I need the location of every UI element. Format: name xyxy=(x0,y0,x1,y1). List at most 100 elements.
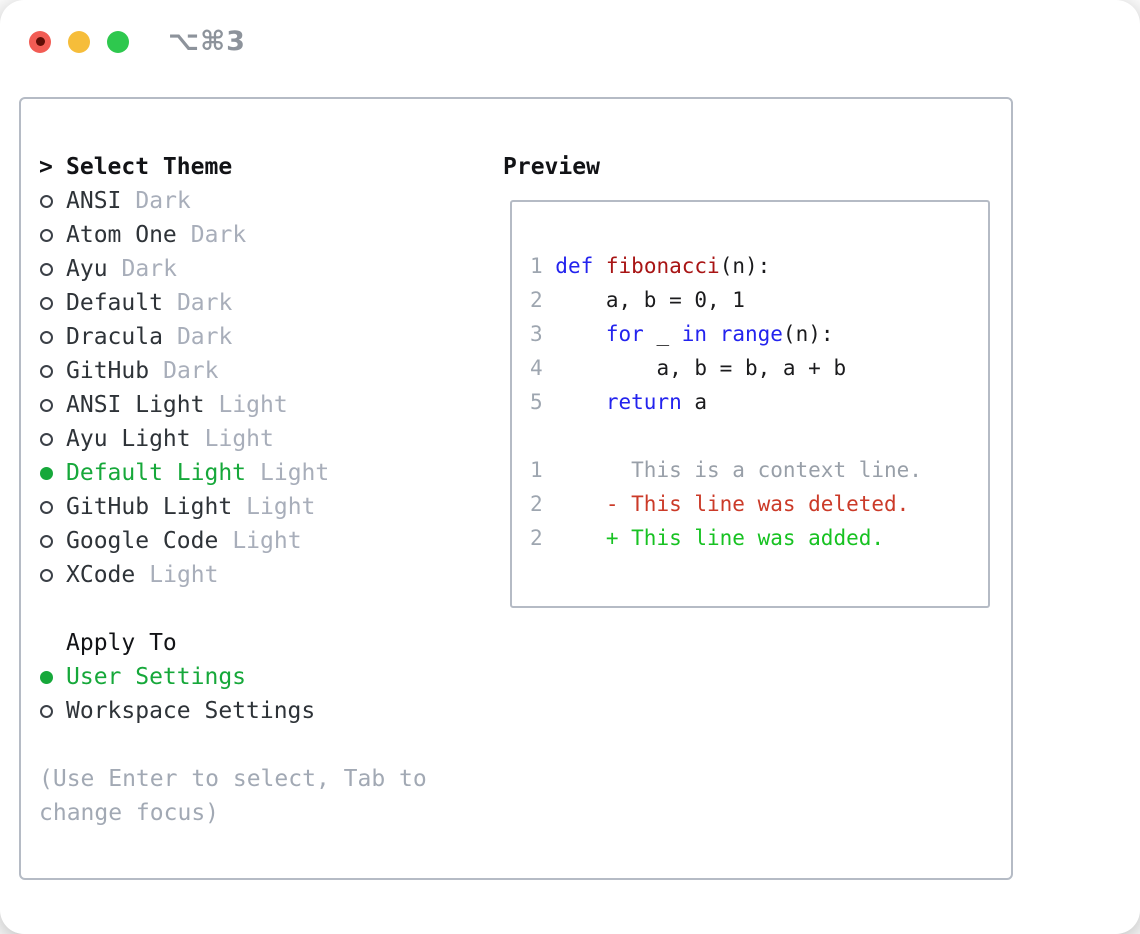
radio-marker xyxy=(39,432,66,446)
theme-name: GitHub xyxy=(66,358,150,384)
theme-option-default[interactable]: Default Dark xyxy=(39,286,489,320)
radio-marker xyxy=(39,534,66,548)
code-line: 1 def fibonacci(n): xyxy=(530,249,988,283)
code-line: 2 - This line was deleted. xyxy=(530,487,988,521)
code-token: - This line was deleted. xyxy=(605,492,910,516)
code-line: 5 return a xyxy=(530,385,988,419)
preview-title: Preview xyxy=(503,154,600,180)
theme-variant-badge: Light xyxy=(149,562,219,588)
theme-option-atom-one[interactable]: Atom One Dark xyxy=(39,218,489,252)
apply-option-name: User Settings xyxy=(66,664,247,690)
code-token xyxy=(543,492,606,516)
theme-variant-badge: Dark xyxy=(176,290,233,316)
code-token xyxy=(593,254,606,278)
code-line: 1 This is a context line. xyxy=(530,453,988,487)
radio-marker xyxy=(39,704,66,718)
theme-name: Dracula xyxy=(66,324,163,350)
line-number: 2 xyxy=(530,526,543,550)
theme-name: Ayu xyxy=(66,256,108,282)
radio-selected-icon xyxy=(40,466,53,480)
theme-name: XCode xyxy=(66,562,136,588)
radio-icon xyxy=(40,704,53,718)
code-token xyxy=(543,322,606,346)
window-shortcut-label: ⌥⌘3 xyxy=(168,26,246,57)
code-token xyxy=(543,390,606,414)
spacer xyxy=(39,728,489,762)
theme-list-header: > Select Theme xyxy=(39,150,489,184)
zoom-button[interactable] xyxy=(107,30,129,53)
radio-marker xyxy=(39,398,66,412)
code-token: a xyxy=(681,390,708,414)
apply-option-user-settings[interactable]: User Settings xyxy=(39,660,489,694)
theme-variant-badge: Light xyxy=(218,392,288,418)
radio-marker xyxy=(39,466,66,480)
theme-option-ansi[interactable]: ANSI Dark xyxy=(39,184,489,218)
radio-marker xyxy=(39,262,66,276)
theme-variant-badge: Dark xyxy=(190,222,247,248)
minimize-button[interactable] xyxy=(68,30,90,53)
theme-option-github[interactable]: GitHub Dark xyxy=(39,354,489,388)
spacer xyxy=(39,592,489,626)
radio-marker xyxy=(39,568,66,582)
theme-variant-badge: Dark xyxy=(135,188,191,214)
theme-option-xcode[interactable]: XCode Light xyxy=(39,558,489,592)
theme-variant-badge: Light xyxy=(260,460,330,486)
titlebar: ⌥⌘3 xyxy=(29,26,246,57)
apply-option-workspace-settings[interactable]: Workspace Settings xyxy=(39,694,489,728)
line-number: 1 xyxy=(530,254,556,278)
line-number: 4 xyxy=(530,356,543,380)
theme-option-ayu[interactable]: Ayu Dark xyxy=(39,252,489,286)
help-text-line-1: (Use Enter to select, Tab to xyxy=(39,766,427,792)
radio-marker xyxy=(39,670,66,684)
theme-name: Ayu Light xyxy=(66,426,191,452)
theme-option-google-code[interactable]: Google Code Light xyxy=(39,524,489,558)
radio-marker xyxy=(39,194,66,208)
code-token xyxy=(707,322,720,346)
theme-variant-badge: Dark xyxy=(163,358,219,384)
theme-list-header-label: Select Theme xyxy=(66,154,233,180)
radio-icon xyxy=(40,432,53,446)
radio-marker xyxy=(39,330,66,344)
close-button[interactable] xyxy=(29,30,51,53)
theme-name: ANSI Light xyxy=(66,392,205,418)
line-number: 3 xyxy=(530,322,543,346)
apply-to-label: Apply To xyxy=(66,630,177,656)
code-token: return xyxy=(605,390,682,414)
radio-icon xyxy=(40,568,53,582)
radio-icon xyxy=(40,398,53,412)
radio-icon xyxy=(40,500,53,514)
code-token: (n): xyxy=(719,254,771,278)
line-number: 2 xyxy=(530,492,543,516)
code-line: 4 a, b = b, a + b xyxy=(530,351,988,385)
line-number: 1 xyxy=(530,458,543,482)
radio-icon xyxy=(40,228,53,242)
theme-name: Google Code xyxy=(66,528,219,554)
theme-variant-badge: Light xyxy=(246,494,316,520)
theme-variant-badge: Dark xyxy=(121,256,177,282)
cursor-marker: > xyxy=(39,150,66,184)
code-line xyxy=(530,419,988,453)
code-token: fibonacci xyxy=(605,254,720,278)
radio-icon xyxy=(40,364,53,378)
apply-option-name: Workspace Settings xyxy=(66,698,316,724)
code-token: + This line was added. xyxy=(605,526,885,550)
theme-option-ansi-light[interactable]: ANSI Light Light xyxy=(39,388,489,422)
theme-name: ANSI xyxy=(66,188,122,214)
theme-name: Default xyxy=(66,290,163,316)
code-token: _ xyxy=(643,322,682,346)
theme-option-ayu-light[interactable]: Ayu Light Light xyxy=(39,422,489,456)
code-line: 2 a, b = 0, 1 xyxy=(530,283,988,317)
theme-variant-badge: Light xyxy=(204,426,274,452)
cursor-icon: > xyxy=(39,154,53,180)
theme-name: Atom One xyxy=(66,222,177,248)
code-token: (n): xyxy=(782,322,834,346)
theme-variant-badge: Light xyxy=(232,528,302,554)
radio-icon xyxy=(40,262,53,276)
